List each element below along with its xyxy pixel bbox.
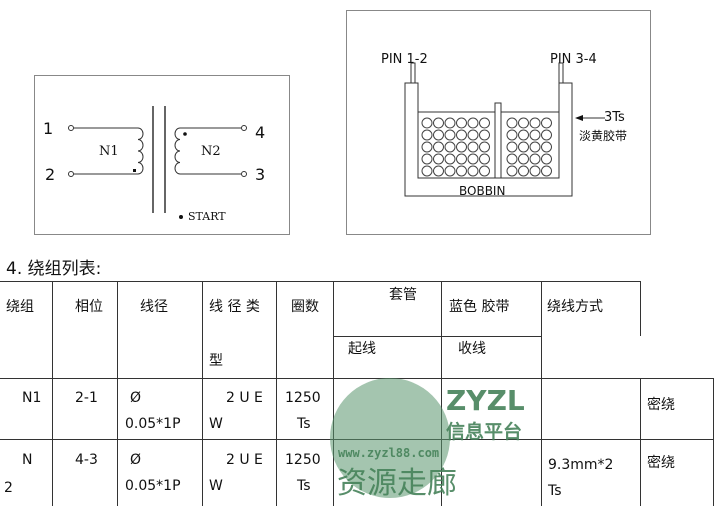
pin-4-label: 4	[255, 123, 266, 142]
header-wire-type-2: 型	[209, 353, 223, 369]
cell-extra: 密绕	[647, 397, 675, 413]
cell-dia-2: 0.05*1P	[125, 478, 181, 494]
pin-2-label: 2	[45, 165, 56, 184]
cell-turns: 1250	[285, 390, 321, 406]
cell-method-2: Ts	[548, 483, 562, 499]
watermark-cn: 资源走廊	[337, 466, 457, 501]
transformer-schematic: 1 2 4 3 N1 N2 START	[34, 75, 290, 235]
section-title: 4. 绕组列表:	[6, 259, 102, 279]
cell-phase: 2-1	[75, 390, 98, 406]
bobbin-label: BOBBIN	[459, 184, 506, 198]
cell-dia: Ø	[130, 452, 142, 468]
watermark-sub: 信息平台	[446, 421, 523, 443]
winding-n2-label: N2	[201, 144, 221, 159]
bobbin-drawing	[404, 62, 605, 197]
tape-turns-label: 3Ts	[604, 110, 625, 125]
header-phase: 相位	[75, 299, 103, 315]
watermark-logo	[330, 378, 450, 498]
cell-type: 2 U E	[226, 452, 263, 468]
header-sleeve: 套管	[389, 287, 417, 303]
bobbin-diagram: PIN 1-2 PIN 3-4 3Ts 淡黄胶带 BOBBIN	[346, 10, 651, 235]
watermark-url: www.zyzl88.com	[338, 446, 440, 460]
cell-turns: 1250	[285, 452, 321, 468]
cell-type: 2 U E	[226, 390, 263, 406]
cell-method: 9.3mm*2	[548, 457, 614, 473]
header-tape: 蓝色 胶带	[449, 299, 510, 315]
start-label: START	[188, 210, 226, 223]
watermark-brand: ZYZL	[446, 384, 525, 417]
schematic-drawing	[68, 106, 247, 219]
header-wire-dia: 线径	[140, 299, 168, 315]
header-end: 收线	[458, 341, 486, 357]
header-turns: 圈数	[291, 299, 319, 315]
cell-dia-2: 0.05*1P	[125, 416, 181, 432]
coil-wires	[421, 117, 552, 177]
pin-1-2-label: PIN 1-2	[381, 52, 428, 67]
pin-3-label: 3	[255, 165, 266, 184]
cell-type-2: W	[209, 416, 223, 432]
cell-phase: 4-3	[75, 452, 98, 468]
cell-dia: Ø	[130, 390, 142, 406]
winding-n1-label: N1	[99, 144, 119, 159]
header-start: 起线	[348, 341, 376, 357]
cell-winding: N	[22, 452, 33, 468]
cell-turns-2: Ts	[297, 416, 311, 432]
cell-turns-2: Ts	[297, 478, 311, 494]
pin-3-4-label: PIN 3-4	[550, 52, 597, 67]
cell-winding-2: 2	[4, 480, 13, 496]
cell-winding: N1	[22, 390, 42, 406]
header-wire-type: 线 径 类	[209, 299, 260, 315]
pin-1-label: 1	[43, 119, 54, 138]
header-method: 绕线方式	[547, 299, 603, 315]
cell-extra: 密绕	[647, 455, 675, 471]
cell-type-2: W	[209, 478, 223, 494]
header-winding: 绕组	[6, 299, 34, 315]
tape-label: 淡黄胶带	[579, 129, 628, 143]
